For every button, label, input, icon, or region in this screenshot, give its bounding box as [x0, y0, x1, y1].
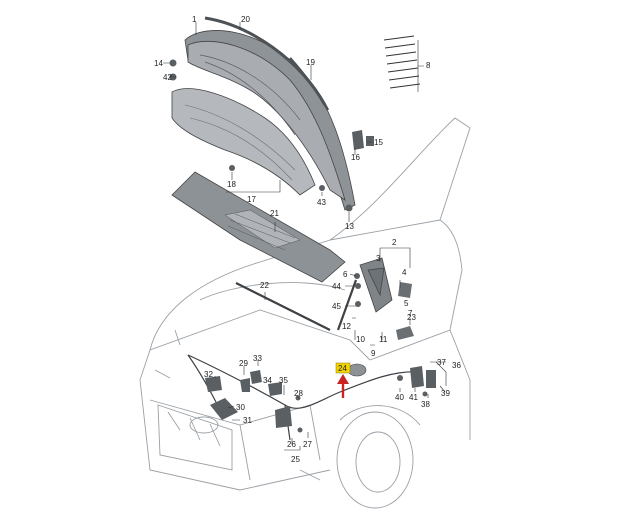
hood-hinge — [359, 257, 393, 313]
callout-20: 20 — [241, 15, 250, 24]
plenum-cover — [171, 171, 346, 283]
callout-37: 37 — [437, 358, 446, 367]
closing-panel — [347, 363, 367, 377]
callout-38: 38 — [421, 400, 430, 409]
highlight-box — [335, 362, 351, 374]
callout-44: 44 — [332, 282, 341, 291]
callout-4: 4 — [402, 268, 407, 277]
callout-41: 41 — [409, 393, 418, 402]
callout-43: 43 — [317, 198, 326, 207]
callout-23: 23 — [407, 313, 416, 322]
callout-15: 15 — [374, 138, 383, 147]
callout-32: 32 — [204, 370, 213, 379]
callout-22: 22 — [260, 281, 269, 290]
callout-39: 39 — [441, 389, 450, 398]
bonnet-support-seal — [235, 282, 331, 331]
callout-36: 36 — [452, 361, 461, 370]
callout-35: 35 — [279, 376, 288, 385]
callout-8: 8 — [426, 61, 431, 70]
callout-30: 30 — [236, 403, 245, 412]
callout-6: 6 — [343, 270, 348, 279]
callout-1: 1 — [192, 15, 197, 24]
callout-16: 16 — [351, 153, 360, 162]
callout-40: 40 — [395, 393, 404, 402]
callout-17: 17 — [247, 195, 256, 204]
callout-11: 11 — [379, 335, 388, 344]
callout-29: 29 — [239, 359, 248, 368]
callout-7: 7 — [408, 309, 413, 318]
callout-27: 27 — [303, 440, 312, 449]
callout-34: 34 — [263, 376, 272, 385]
callout-25: 25 — [291, 455, 300, 464]
callout-12: 12 — [342, 322, 351, 331]
callout-10: 10 — [356, 335, 365, 344]
callout-18: 18 — [227, 180, 236, 189]
callout-5: 5 — [404, 299, 409, 308]
callout-26: 26 — [287, 440, 296, 449]
insulation-mat — [171, 88, 316, 196]
callout-3: 3 — [376, 254, 381, 263]
bonnet — [184, 30, 356, 211]
callout-42: 42 — [163, 73, 172, 82]
callout-45: 45 — [332, 302, 341, 311]
callout-31: 31 — [243, 416, 252, 425]
callout-24: 24 — [338, 364, 347, 373]
retaining-clips — [383, 35, 421, 89]
callout-28: 28 — [294, 389, 303, 398]
callout-33: 33 — [253, 354, 262, 363]
callout-2: 2 — [392, 238, 397, 247]
gas-strut — [336, 279, 358, 331]
callout-labels: 1 20 14 42 19 8 16 15 18 17 43 13 21 2 3… — [154, 15, 461, 464]
small-parts — [169, 59, 436, 433]
callout-21: 21 — [270, 209, 279, 218]
callout-9: 9 — [371, 349, 376, 358]
car-body-outline — [139, 117, 471, 509]
callout-13: 13 — [345, 222, 354, 231]
callout-14: 14 — [154, 59, 163, 68]
bonnet-side-seal — [289, 57, 330, 111]
highlight-arrow — [337, 374, 349, 398]
leader-lines — [163, 22, 447, 451]
callout-19: 19 — [306, 58, 315, 67]
